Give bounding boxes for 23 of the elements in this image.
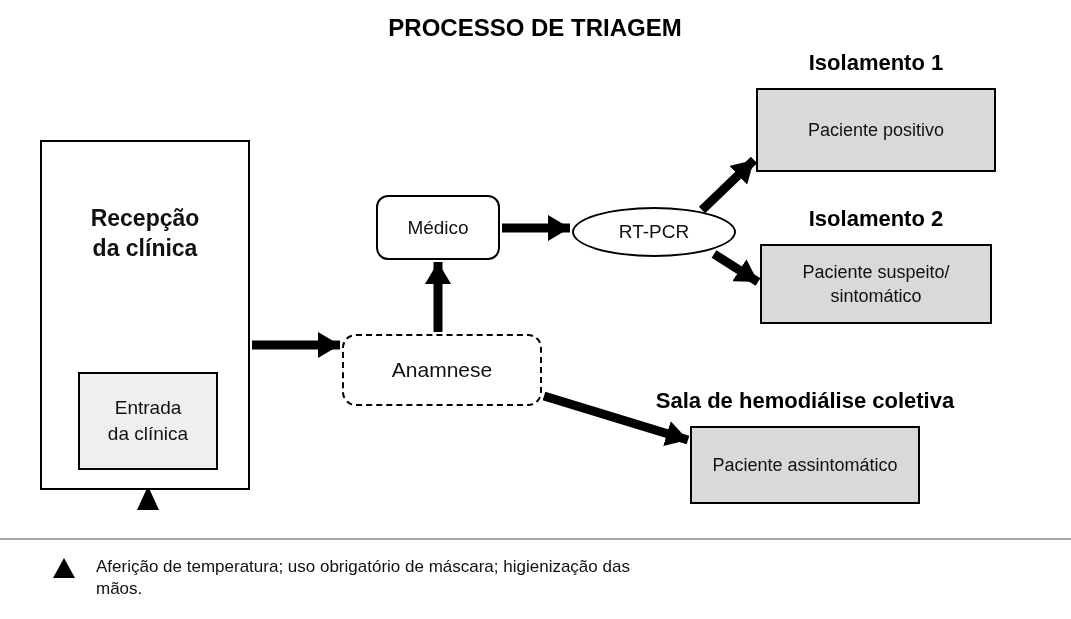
dashed-process-box — [342, 334, 542, 406]
block-arrow — [698, 156, 758, 214]
node-label: Anamnese — [390, 356, 494, 383]
block-arrow — [425, 262, 451, 332]
diagram-title: PROCESSO DE TRIAGEM — [387, 14, 683, 42]
node-label: Entrada da clínica — [106, 396, 190, 446]
node-label: Paciente suspeito/ sintomático — [801, 260, 951, 308]
node-label: RT-PCR — [617, 220, 691, 245]
process-box — [376, 195, 500, 260]
block-arrow — [542, 391, 690, 446]
room-heading: Recepção da clínica — [89, 204, 201, 263]
room-box — [40, 140, 250, 490]
node-label: Médico — [406, 215, 470, 240]
node-label: Paciente assintomático — [711, 453, 899, 477]
section-heading: Sala de hemodiálise coletiva — [654, 388, 956, 414]
node-label: Paciente positivo — [806, 118, 946, 142]
block-arrow — [252, 332, 340, 358]
section-heading: Isolamento 1 — [807, 50, 945, 76]
legend-text: Aferição de temperatura; uso obrigatório de máscara; higienização das mãos. — [96, 556, 631, 601]
section-heading: Isolamento 2 — [807, 206, 945, 232]
block-arrow — [711, 250, 761, 286]
block-arrow — [502, 215, 570, 241]
entrance-box — [78, 372, 218, 470]
